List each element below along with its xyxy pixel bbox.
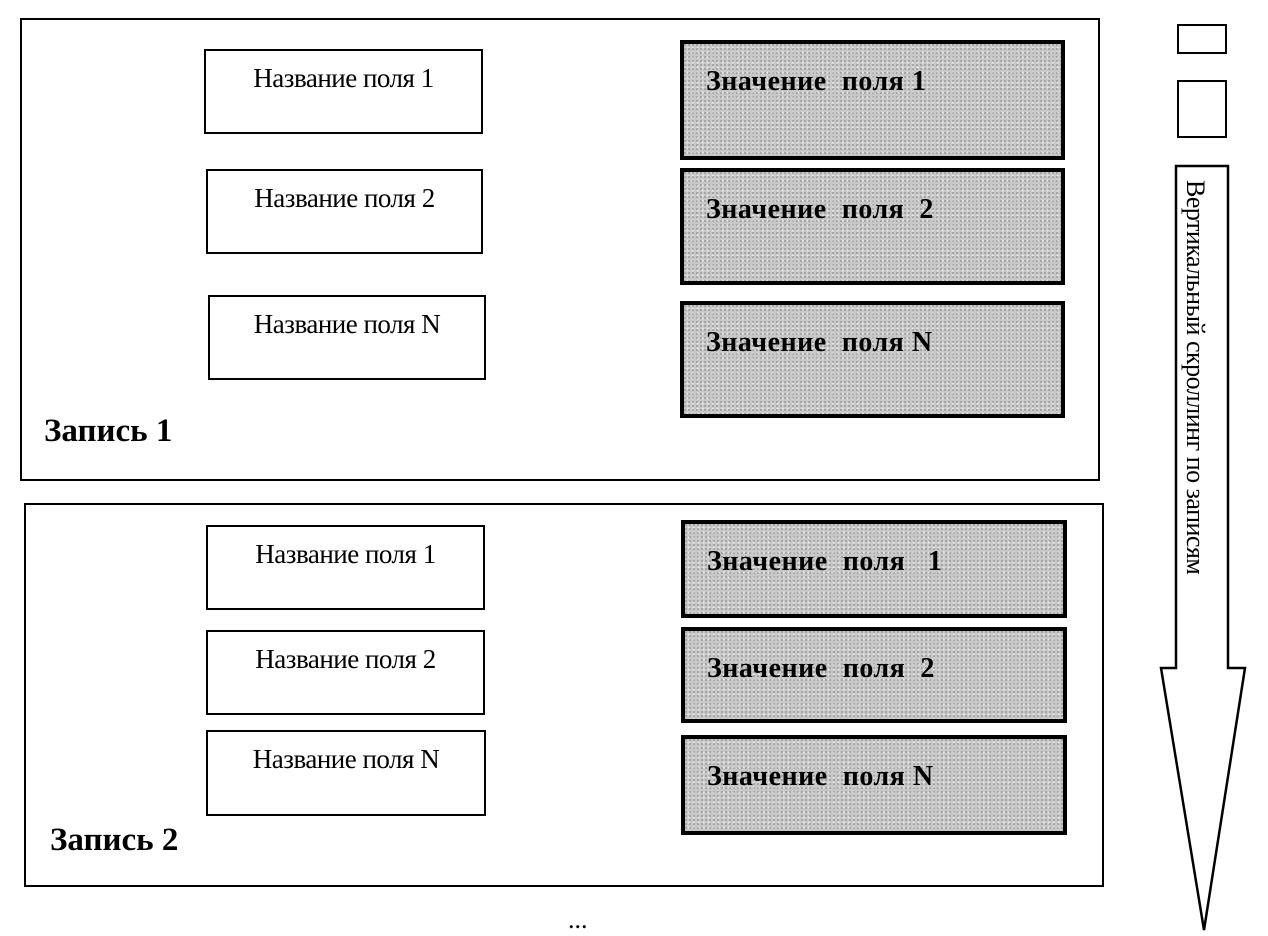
more-records-ellipsis: ... [568, 905, 588, 934]
record-1-field-name-2: Название поля 2 [206, 169, 483, 254]
record-1-label: Запись 1 [44, 413, 173, 449]
record-2-field-name-1: Название поля 1 [206, 525, 485, 610]
scroll-label: Вертикальный скроллинг по записям [1181, 180, 1210, 575]
record-2-field-value-n: Значение поля N [681, 735, 1067, 835]
scroll-box-small [1177, 24, 1227, 54]
record-2-label: Запись 2 [50, 822, 179, 858]
record-1-field-value-1: Значение поля 1 [680, 40, 1065, 160]
record-2-field-name-2: Название поля 2 [206, 630, 485, 715]
record-2-frame: Название поля 1 Значение поля 1 Название… [24, 503, 1104, 887]
record-1-field-name-n: Название поля N [208, 295, 486, 380]
record-1-field-name-1: Название поля 1 [204, 49, 483, 134]
scroll-arrow-icon [1159, 164, 1247, 931]
record-2-field-value-2: Значение поля 2 [681, 627, 1067, 723]
record-2-field-value-1: Значение поля 1 [681, 520, 1067, 618]
scroll-box-large [1177, 80, 1227, 138]
record-2-field-name-n: Название поля N [206, 730, 486, 816]
record-1-field-value-2: Значение поля 2 [680, 168, 1065, 285]
record-1-field-value-n: Значение поля N [680, 301, 1065, 418]
record-1-frame: Название поля 1 Значение поля 1 Название… [20, 18, 1100, 481]
